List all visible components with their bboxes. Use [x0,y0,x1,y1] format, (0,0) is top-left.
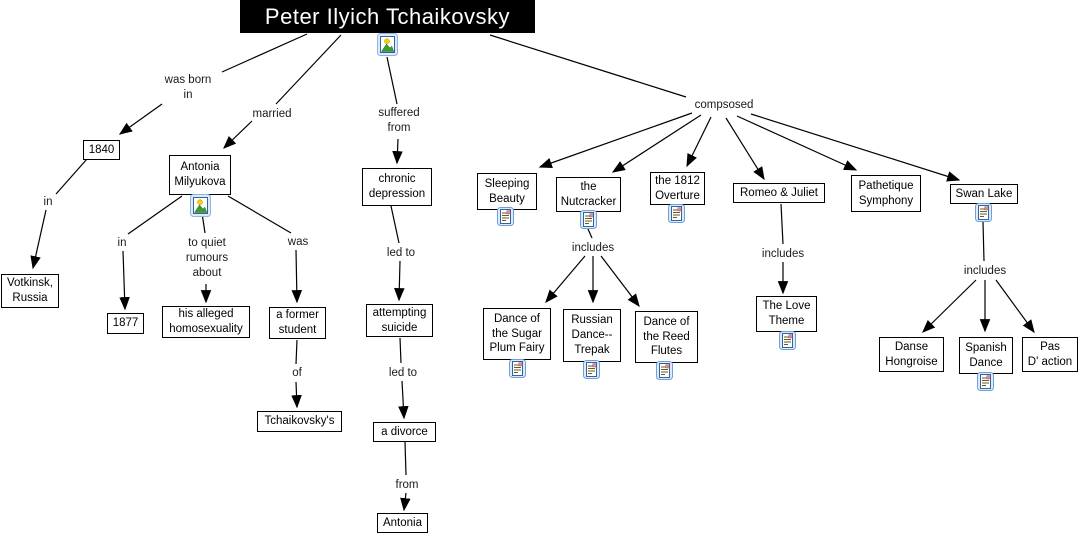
document-resource-icon[interactable] [497,207,514,226]
concept-antonia[interactable]: Antonia [377,513,428,533]
link-label-was-born-in[interactable]: was born in [164,74,212,101]
concept-russian-dance-trepak[interactable]: Russian Dance-- Trepak [563,309,621,362]
connector-line [404,441,407,476]
connector-line [489,34,687,98]
connector-arrow [30,209,47,270]
connector-line [221,33,308,73]
document-resource-icon[interactable] [580,210,597,229]
link-label-led-to[interactable]: led to [388,367,418,379]
connector-arrow [600,255,640,308]
connector-arrow [118,103,163,135]
connector-line [227,195,292,234]
connector-arrow [394,260,405,302]
concept-a-divorce[interactable]: a divorce [373,422,436,442]
connector-arrow [119,250,130,311]
connector-arrow [400,492,411,512]
document-resource-icon[interactable] [668,204,685,223]
connector-arrow [750,113,961,182]
connector-line [55,158,88,195]
link-label-includes[interactable]: includes [571,242,615,254]
connector-line [780,203,784,245]
document-resource-icon[interactable] [509,359,526,378]
connector-arrow [291,249,303,304]
concept-antonia-milyukova[interactable]: Antonia Milyukova [169,155,231,195]
connector-arrow [922,279,977,333]
connector-line [982,221,985,262]
concept-romeo-and-juliet[interactable]: Romeo & Juliet [733,183,825,203]
link-label-to-quiet-rumours[interactable]: to quiet rumours about [185,237,229,279]
concept-pas-daction[interactable]: Pas D' action [1022,337,1078,372]
concept-love-theme[interactable]: The Love Theme [756,296,817,332]
connector-arrow [725,117,765,181]
concept-votkinsk-russia[interactable]: Votkinsk, Russia [1,274,59,308]
link-label-suffered-from[interactable]: suffered from [378,107,420,134]
connector-arrow [611,114,702,173]
link-label-was[interactable]: was [287,236,309,248]
image-resource-icon[interactable] [190,194,211,217]
image-resource-icon[interactable] [377,33,398,56]
link-label-in[interactable]: in [43,196,53,208]
document-resource-icon[interactable] [779,331,796,350]
concept-alleged-homosexuality[interactable]: his alleged homosexuality [162,306,250,338]
concept-1877[interactable]: 1877 [107,313,144,334]
connector-arrow [995,279,1035,334]
concept-swan-lake[interactable]: Swan Lake [950,184,1018,204]
link-label-from[interactable]: from [395,479,419,491]
connector-line [587,228,593,239]
connector-line [295,339,298,365]
link-label-of[interactable]: of [292,367,302,379]
concept-sugar-plum-fairy[interactable]: Dance of the Sugar Plum Fairy [483,308,551,360]
connector-arrow [223,120,253,149]
connector-arrow [398,380,409,420]
connector-arrow [291,381,302,409]
root-concept[interactable]: Peter Ilyich Tchaikovsky [240,0,535,33]
concept-1812-overture[interactable]: the 1812 Overture [650,172,705,205]
link-label-in[interactable]: in [117,237,127,249]
concept-reed-flutes[interactable]: Dance of the Reed Flutes [635,311,698,363]
link-label-composed[interactable]: compsosed [694,99,754,111]
concept-the-nutcracker[interactable]: the Nutcracker [556,177,621,212]
connector-arrow [686,116,712,168]
connector-arrow [392,138,403,165]
concept-attempting-suicide[interactable]: attempting suicide [366,304,433,337]
concept-former-student[interactable]: a former student [269,307,326,339]
connector-line [386,56,398,105]
concept-pathetique-symphony[interactable]: Pathetique Symphony [851,175,921,212]
connector-arrow [736,115,858,171]
connector-arrow [545,255,586,304]
link-label-includes[interactable]: includes [761,248,805,260]
concept-tchaikovskys[interactable]: Tchaikovsky's [257,411,342,432]
document-resource-icon[interactable] [977,372,994,391]
connector-line [390,205,400,244]
document-resource-icon[interactable] [583,360,600,379]
connector-line [127,195,183,235]
concept-1840[interactable]: 1840 [83,140,120,160]
connector-line [399,337,402,364]
connector-line [275,34,342,105]
connector-arrow [538,112,693,168]
concept-sleeping-beauty[interactable]: Sleeping Beauty [477,173,537,210]
link-label-includes[interactable]: includes [963,265,1007,277]
link-label-led-to[interactable]: led to [386,247,416,259]
link-label-married[interactable]: married [252,108,292,120]
concept-chronic-depression[interactable]: chronic depression [362,168,432,206]
document-resource-icon[interactable] [656,361,673,380]
concept-danse-hongroise[interactable]: Danse Hongroise [879,337,944,372]
document-resource-icon[interactable] [975,203,992,222]
concept-spanish-dance[interactable]: Spanish Dance [959,337,1013,374]
